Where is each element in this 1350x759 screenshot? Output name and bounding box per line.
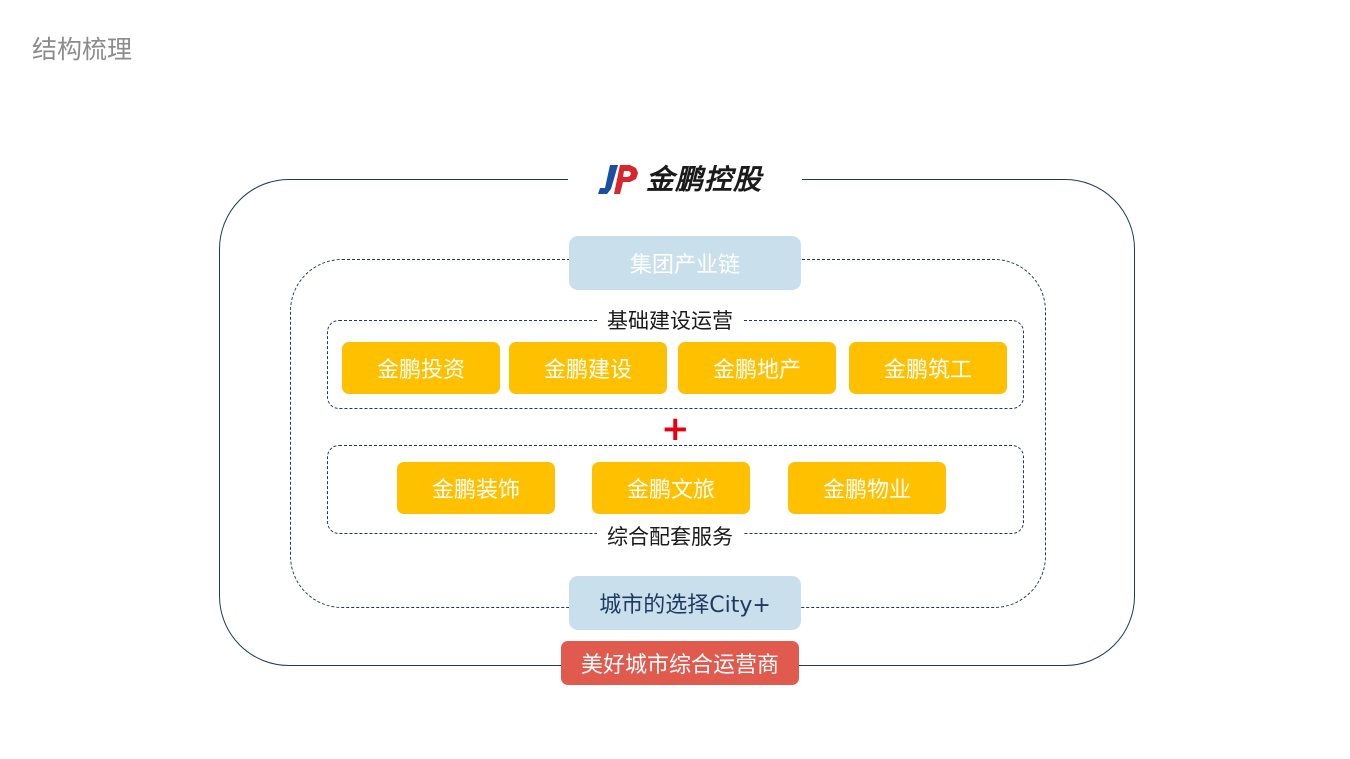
logo-text: 金鹏控股	[646, 163, 763, 196]
industry-chain-label: 集团产业链	[569, 236, 801, 290]
company-box-building-works: 金鹏筑工	[849, 342, 1007, 394]
infrastructure-group-label: 基础建设运营	[597, 306, 743, 336]
company-box-investment: 金鹏投资	[342, 342, 500, 394]
plus-icon: +	[661, 409, 690, 449]
company-box-real-estate: 金鹏地产	[678, 342, 836, 394]
jp-monogram-icon	[598, 165, 638, 194]
page-title: 结构梳理	[32, 35, 133, 64]
city-plus-label: 城市的选择City+	[569, 576, 801, 630]
company-box-decoration: 金鹏装饰	[397, 462, 555, 514]
company-box-construction: 金鹏建设	[509, 342, 667, 394]
company-box-culture-tourism: 金鹏文旅	[592, 462, 750, 514]
company-box-property: 金鹏物业	[788, 462, 946, 514]
city-operator-label: 美好城市综合运营商	[561, 641, 799, 685]
supporting-services-group-label: 综合配套服务	[597, 522, 743, 552]
